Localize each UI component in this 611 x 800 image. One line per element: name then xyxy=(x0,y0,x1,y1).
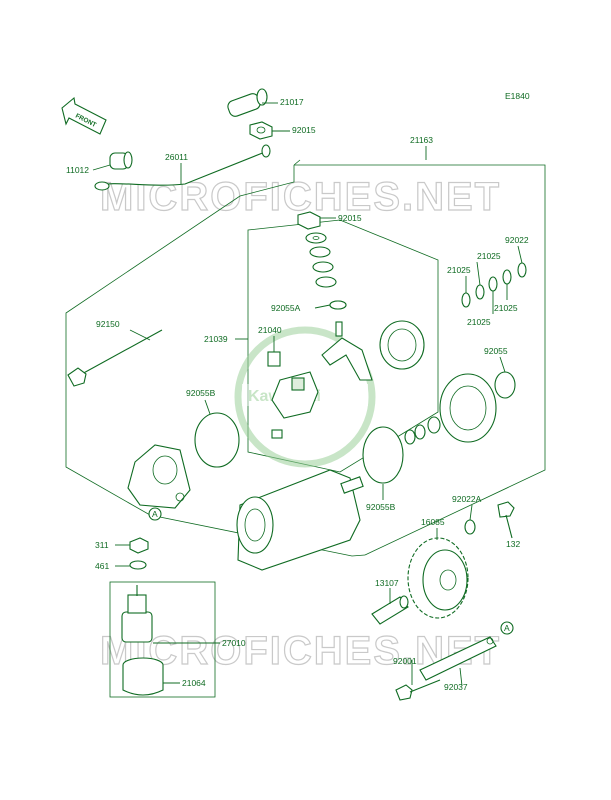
part-labels: 21017 92015 21163 11012 26011 92015 9202… xyxy=(66,97,529,692)
label-92150: 92150 xyxy=(96,319,120,329)
label-11012: 11012 xyxy=(66,165,89,175)
label-92055b-left: 92055B xyxy=(186,388,216,398)
washer-stack xyxy=(297,211,347,310)
o-ring-right xyxy=(362,426,404,484)
ref-mark-a-right-label: A xyxy=(504,623,510,633)
nut-311-part xyxy=(129,537,149,554)
label-21025-1: 21025 xyxy=(447,265,471,275)
label-132: 132 xyxy=(506,539,520,549)
label-21017: 21017 xyxy=(280,97,304,107)
brush-holder-box xyxy=(247,219,439,473)
label-26011: 26011 xyxy=(165,152,188,162)
label-311: 311 xyxy=(95,540,109,550)
label-21025-2: 21025 xyxy=(477,251,501,261)
bolt-132-part xyxy=(464,501,515,539)
plate-part xyxy=(419,636,497,681)
label-13107: 13107 xyxy=(375,578,399,588)
starter-lead-cable xyxy=(94,144,271,191)
label-92055a: 92055A xyxy=(271,303,301,313)
ref-mark-a-left-label: A xyxy=(152,509,158,519)
ref-mark-a-right: A xyxy=(500,621,514,635)
bolt-92001-part xyxy=(395,679,441,701)
front-housing-part xyxy=(127,444,191,509)
label-21163: 21163 xyxy=(410,135,433,145)
label-21025-4: 21025 xyxy=(494,303,518,313)
armature-washers xyxy=(404,416,441,445)
ref-mark-a-left: A xyxy=(148,507,162,521)
leader-lines xyxy=(92,102,523,687)
label-92022: 92022 xyxy=(505,235,529,245)
clamp-part xyxy=(122,657,164,696)
label-21040: 21040 xyxy=(258,325,282,335)
terminal-boot-part xyxy=(109,151,133,170)
relay-part xyxy=(121,585,153,643)
label-92037: 92037 xyxy=(444,682,468,692)
label-92055b-right: 92055B xyxy=(366,502,396,512)
boot-cap-part xyxy=(227,88,268,117)
label-92022a: 92022A xyxy=(452,494,482,504)
label-461: 461 xyxy=(95,561,109,571)
diagram-code: E1840 xyxy=(505,91,530,101)
shaft-part xyxy=(371,595,409,625)
brush-holder-part xyxy=(267,321,373,439)
relay-box xyxy=(109,581,216,698)
label-92015-top: 92015 xyxy=(292,125,316,135)
washer-461-part xyxy=(129,560,147,570)
label-92001: 92001 xyxy=(393,656,417,666)
nut-part-top xyxy=(249,121,273,140)
label-21039: 21039 xyxy=(204,334,228,344)
washers-right xyxy=(461,262,527,308)
label-21064: 21064 xyxy=(182,678,206,688)
o-ring-small xyxy=(329,300,347,310)
idle-gear-part xyxy=(407,537,469,619)
o-ring-left xyxy=(194,412,240,468)
label-92055: 92055 xyxy=(484,346,508,356)
label-16085: 16085 xyxy=(421,517,445,527)
front-arrow-icon: FRONT xyxy=(61,96,107,135)
end-cover-part xyxy=(439,371,516,443)
label-92015: 92015 xyxy=(338,213,362,223)
rear-cover-ring xyxy=(379,320,425,370)
long-bolt-part xyxy=(67,329,163,387)
motor-body-part xyxy=(236,469,364,571)
label-27010: 27010 xyxy=(222,638,246,648)
label-21025-3: 21025 xyxy=(467,317,491,327)
